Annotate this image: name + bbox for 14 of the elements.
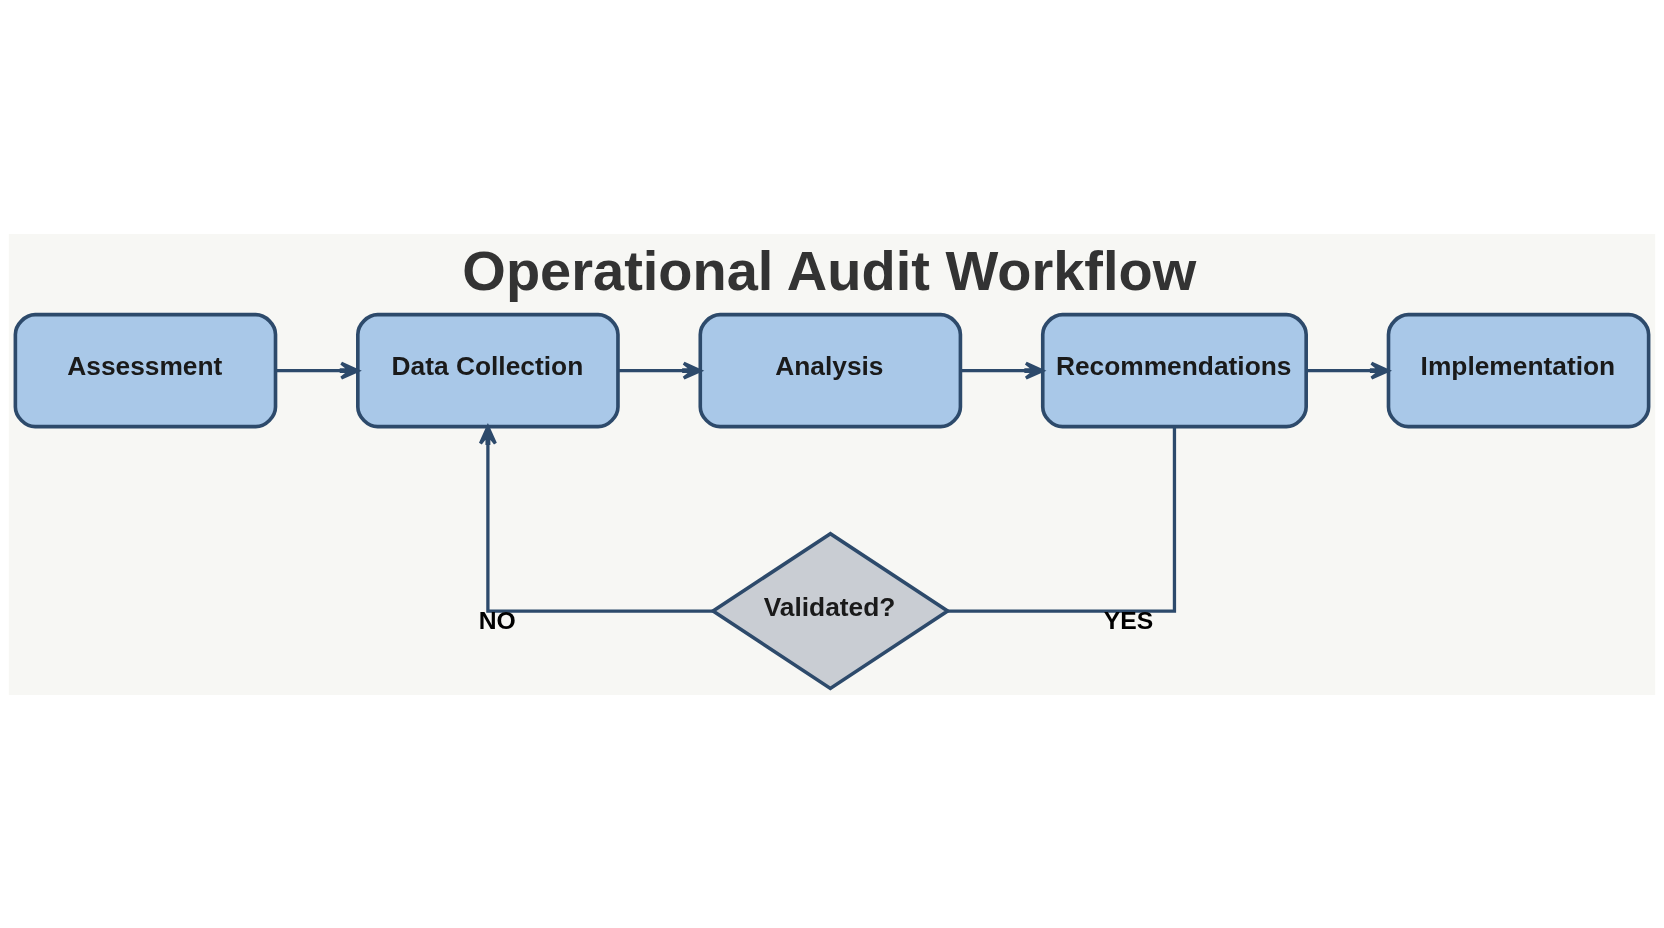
node-box: Implementation	[1386, 312, 1651, 428]
arrow	[618, 361, 702, 380]
node-box: Assessment	[13, 312, 278, 428]
node-box: Analysis	[698, 312, 963, 428]
node-box: Data Collection	[356, 312, 620, 428]
edge-label: NO	[478, 606, 516, 634]
connector	[947, 426, 1177, 613]
arrow	[275, 361, 360, 380]
node-box: Recommendations	[1040, 312, 1308, 428]
arrow	[960, 361, 1045, 380]
diagram-title: Operational Audit Workflow	[462, 238, 1197, 302]
arrow	[478, 424, 713, 613]
arrow	[1306, 361, 1390, 380]
edge-label: YES	[1103, 606, 1154, 634]
